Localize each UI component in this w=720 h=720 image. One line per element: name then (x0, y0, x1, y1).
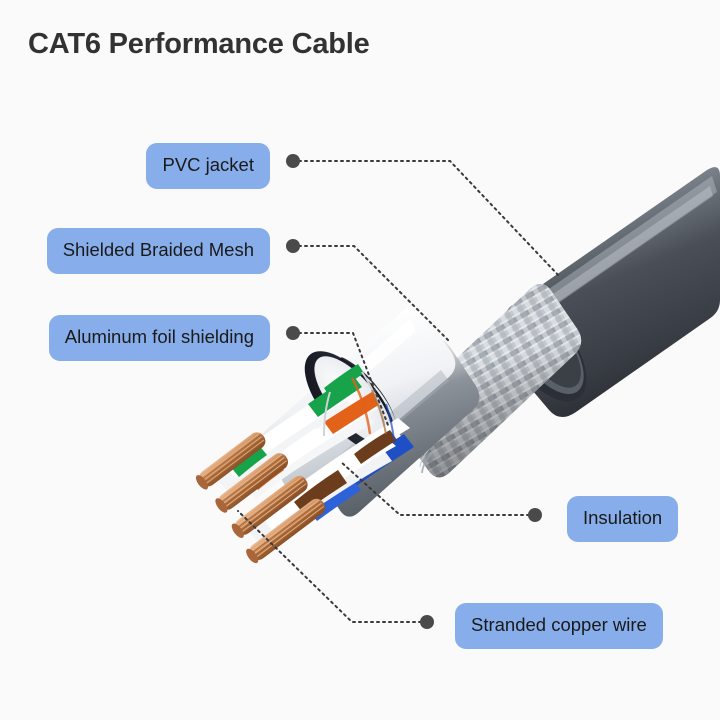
callout-insulation[interactable]: Insulation (567, 496, 679, 542)
callout-aluminum-foil-shielding[interactable]: Aluminum foil shielding (48, 315, 270, 361)
callout-stranded-copper-wire[interactable]: Stranded copper wire (455, 603, 663, 649)
callout-pvc-jacket[interactable]: PVC jacket (146, 143, 270, 189)
callout-shielded-braided-mesh[interactable]: Shielded Braided Mesh (46, 228, 270, 274)
page-title: CAT6 Performance Cable (28, 28, 370, 60)
